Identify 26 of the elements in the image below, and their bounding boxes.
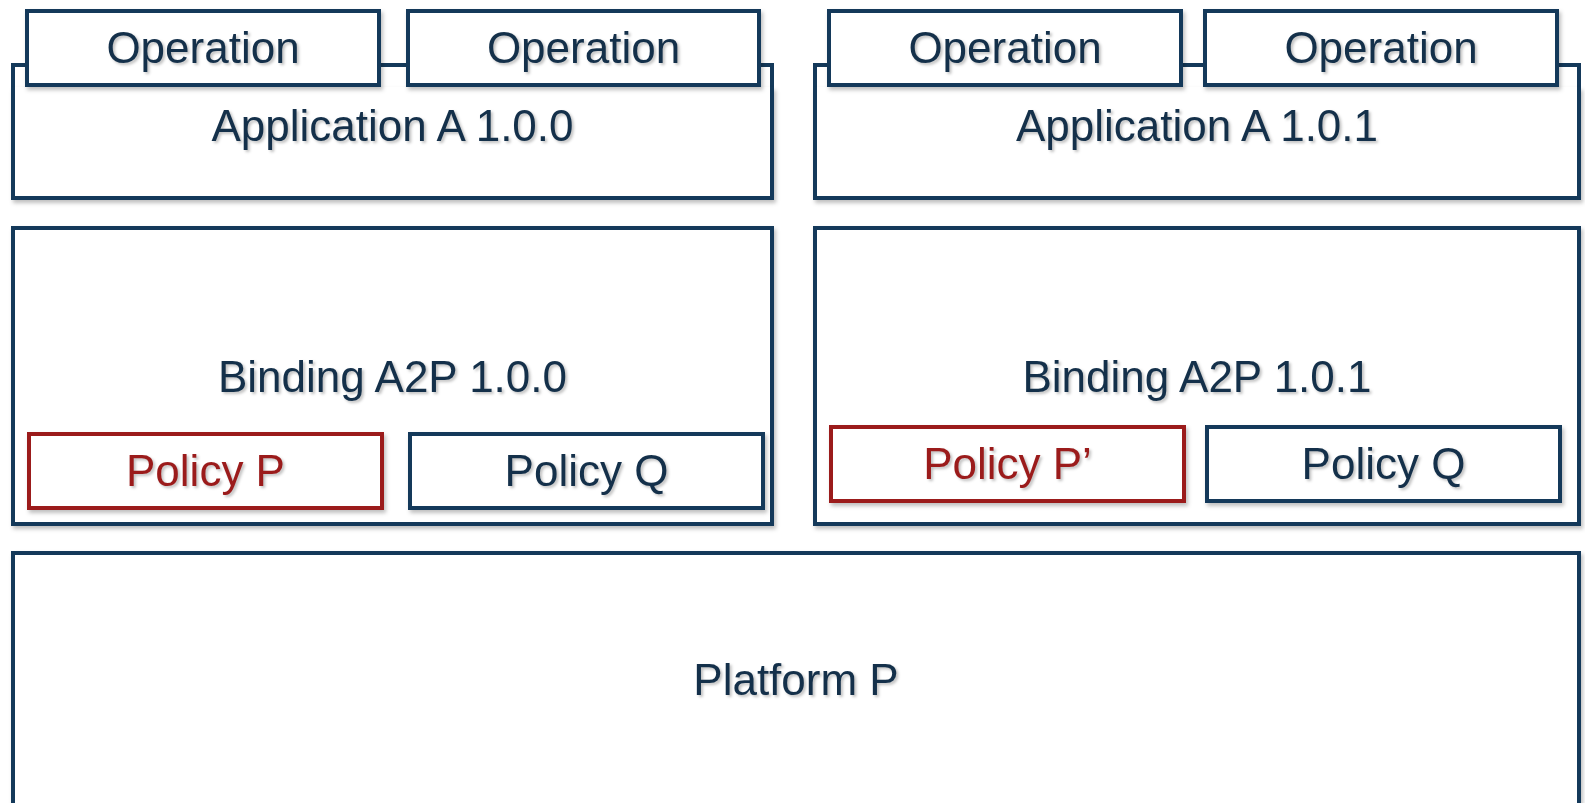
box-label: Policy Q [503, 446, 670, 496]
box-label: Binding A2P 1.0.0 [216, 352, 568, 402]
binding-box [813, 226, 1581, 526]
box-label: Operation [907, 23, 1103, 73]
operation-box [25, 9, 381, 87]
box-label: Application A 1.0.0 [210, 101, 575, 151]
platform-box [11, 551, 1581, 803]
binding-box [11, 226, 774, 526]
operation-box [1203, 9, 1559, 87]
policy-box [1205, 425, 1562, 503]
box-label: Platform P [692, 655, 900, 705]
box-label: Policy P’ [922, 439, 1093, 489]
box-label: Operation [105, 23, 301, 73]
operation-box [827, 9, 1183, 87]
box-label: Operation [1283, 23, 1479, 73]
box-label: Binding A2P 1.0.1 [1021, 352, 1373, 402]
application-box [813, 87, 1581, 200]
operation-box [406, 9, 761, 87]
box-label: Application A 1.0.1 [1014, 101, 1380, 151]
box-label: Policy Q [1300, 439, 1467, 489]
policy-box [27, 432, 384, 510]
box-label: Operation [485, 23, 682, 73]
policy-box [829, 425, 1186, 503]
policy-box [408, 432, 765, 510]
application-box [11, 87, 774, 200]
box-label: Policy P [125, 446, 286, 496]
